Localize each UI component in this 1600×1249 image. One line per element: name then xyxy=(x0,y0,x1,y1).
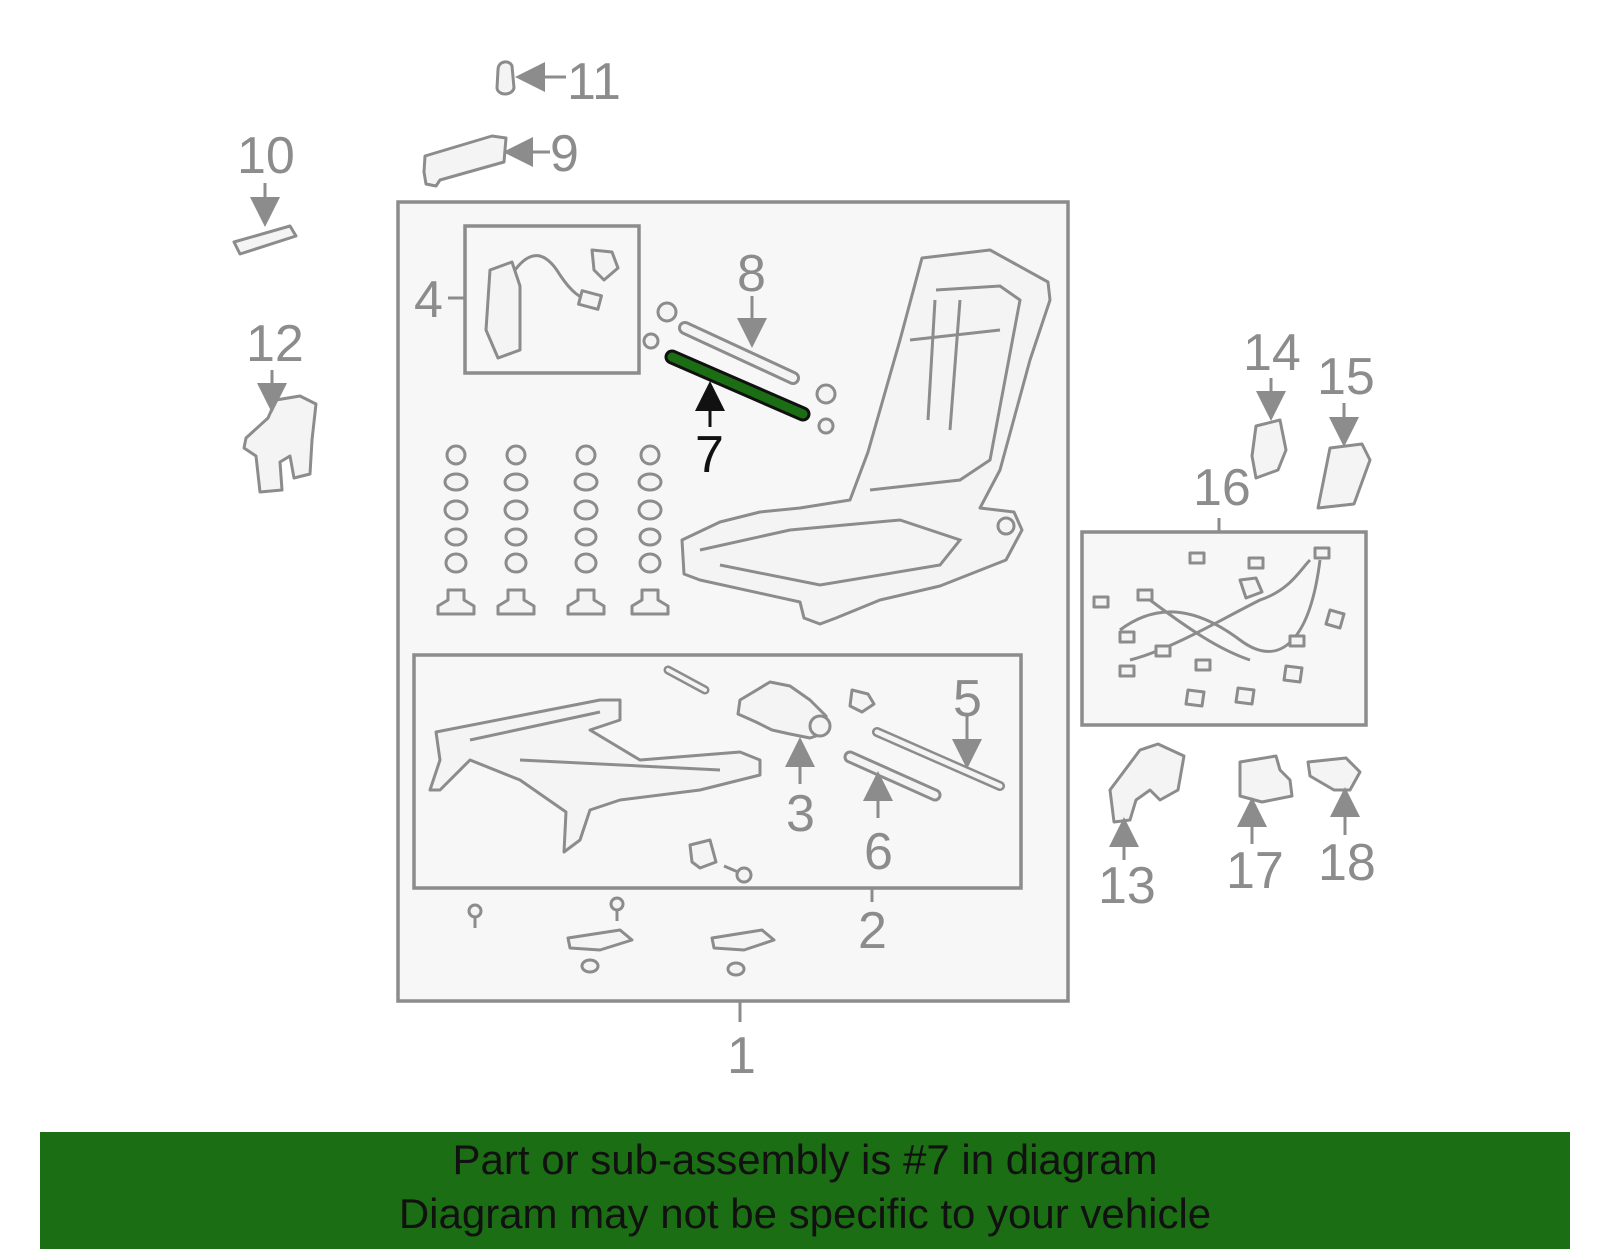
callout-13: 13 xyxy=(1098,857,1156,915)
callout-12: 12 xyxy=(246,315,304,373)
part-16-harness xyxy=(1092,546,1346,708)
callout-2: 2 xyxy=(858,902,887,960)
callout-8: 8 xyxy=(737,245,766,303)
callout-6: 6 xyxy=(864,823,893,881)
callout-5: 5 xyxy=(953,670,982,728)
part-18-cover xyxy=(1306,756,1362,835)
seat-frame-drawing xyxy=(680,248,1052,626)
part-14-cover xyxy=(1250,378,1288,480)
part-12-bracket xyxy=(242,370,318,494)
clip-and-screw xyxy=(688,838,753,884)
callout-15: 15 xyxy=(1317,348,1375,406)
callout-16: 16 xyxy=(1193,459,1251,517)
part-8-rod xyxy=(678,296,800,385)
banner-line-1: Part or sub-assembly is #7 in diagram xyxy=(452,1136,1158,1183)
bottom-hardware xyxy=(467,896,776,977)
callout-7: 7 xyxy=(695,426,724,484)
part-9-cover xyxy=(422,134,550,188)
part-11-plug xyxy=(495,60,566,96)
callout-11: 11 xyxy=(567,53,621,111)
parts-diagram: 1 2 3 4 5 6 7 8 9 10 11 12 13 14 15 16 1… xyxy=(232,53,1376,1085)
bushing-parts xyxy=(642,301,837,435)
part-6-rod xyxy=(843,750,942,818)
callout-1: 1 xyxy=(727,1027,756,1085)
callout-14: 14 xyxy=(1243,324,1301,382)
part-15-cover xyxy=(1316,403,1372,510)
callout-9: 9 xyxy=(550,125,579,183)
callout-4: 4 xyxy=(414,271,443,329)
seat-track-drawing xyxy=(428,665,762,854)
banner-line-2: Diagram may not be specific to your vehi… xyxy=(398,1190,1212,1237)
diagram-notice-banner: Part or sub-assembly is #7 in diagram Di… xyxy=(40,1132,1570,1249)
part-7-rod-highlighted xyxy=(664,349,811,427)
part-5-rod xyxy=(872,716,1005,791)
part-17-cover xyxy=(1237,754,1294,844)
callout-10: 10 xyxy=(237,127,295,185)
part-4-drawing xyxy=(484,248,620,360)
fastener-set xyxy=(436,444,670,616)
callout-17: 17 xyxy=(1226,842,1284,900)
part-10-cap xyxy=(232,183,298,256)
callout-18: 18 xyxy=(1318,834,1376,892)
part-13-bracket xyxy=(1108,742,1186,860)
part-3-motor xyxy=(736,680,876,784)
callout-3: 3 xyxy=(786,785,815,843)
